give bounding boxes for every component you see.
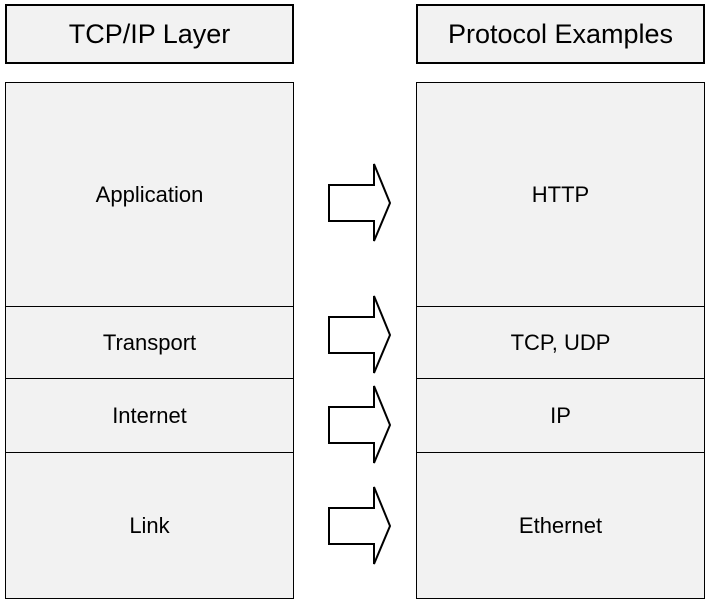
protocol-stack: HTTP TCP, UDP IP Ethernet	[416, 82, 705, 599]
protocol-ethernet: Ethernet	[417, 452, 704, 598]
protocol-http-label: HTTP	[531, 181, 590, 207]
layer-application-label: Application	[95, 181, 204, 207]
header-protocol-examples-label: Protocol Examples	[447, 18, 674, 49]
layer-transport-label: Transport	[102, 329, 197, 355]
layer-transport: Transport	[6, 306, 293, 378]
layer-internet-label: Internet	[112, 402, 187, 428]
protocol-tcp-udp: TCP, UDP	[417, 306, 704, 378]
layer-internet: Internet	[6, 378, 293, 452]
protocol-ip-label: IP	[550, 402, 571, 428]
right-arrow-icon	[328, 163, 392, 242]
header-protocol-examples: Protocol Examples	[416, 4, 705, 64]
layer-link: Link	[6, 452, 293, 598]
right-arrow-icon	[328, 385, 392, 464]
layer-link-label: Link	[129, 512, 170, 538]
header-tcpip-layer-label: TCP/IP Layer	[68, 18, 231, 49]
protocol-tcp-udp-label: TCP, UDP	[510, 329, 611, 355]
protocol-ethernet-label: Ethernet	[518, 512, 603, 538]
layer-stack: Application Transport Internet Link	[5, 82, 294, 599]
right-arrow-icon	[328, 295, 392, 374]
protocol-ip: IP	[417, 378, 704, 452]
layer-application: Application	[6, 83, 293, 306]
right-arrow-icon	[328, 486, 392, 565]
protocol-http: HTTP	[417, 83, 704, 306]
header-tcpip-layer: TCP/IP Layer	[5, 4, 294, 64]
